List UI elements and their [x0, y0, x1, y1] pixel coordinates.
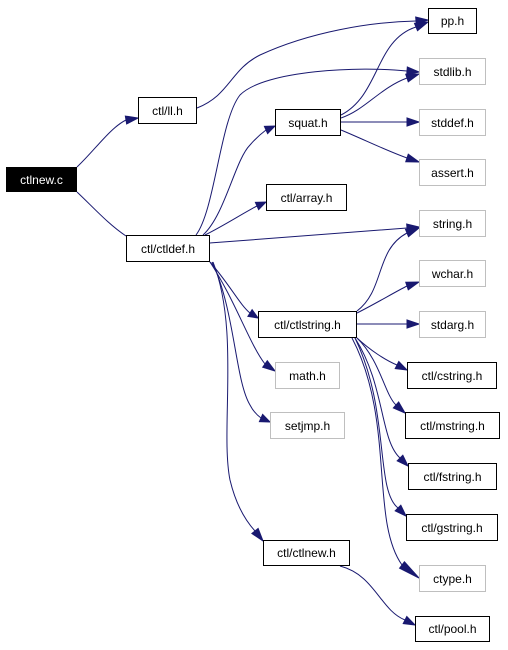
edge-ctl-ctlstring-h-to-ctl-cstring-h [356, 337, 409, 371]
edge-ctl-ctlstring-h-to-ctl-fstring-h [354, 337, 410, 468]
arrowhead-icon [124, 115, 140, 125]
edge-line [212, 261, 256, 532]
edge-line [351, 337, 403, 566]
arrowhead-icon [406, 66, 421, 76]
edge-line [356, 232, 408, 312]
edge-line [354, 337, 399, 509]
arrowhead-icon [258, 413, 272, 423]
arrowhead-icon [402, 615, 417, 626]
edge-line [211, 261, 262, 419]
edge-line [356, 285, 408, 314]
node-ctl-pool-h[interactable]: ctl/pool.h [415, 616, 490, 642]
edge-ctl-ctldef-h-to-squat-h [202, 125, 277, 236]
edge-line [76, 119, 127, 168]
arrowhead-icon [396, 454, 410, 468]
arrowhead-icon [254, 201, 268, 211]
edge-ctl-ctldef-h-to-string-h [209, 223, 421, 244]
edge-line [356, 337, 397, 406]
edge-line [340, 129, 408, 159]
node-ctl-ll-h[interactable]: ctl/ll.h [138, 97, 197, 124]
edge-ctl-ctlstring-h-to-ctl-mstring-h [356, 337, 407, 415]
node-stdlib-h[interactable]: stdlib.h [419, 58, 486, 85]
arrowhead-icon [247, 308, 260, 319]
arrowhead-icon [394, 504, 408, 518]
node-ctype-h[interactable]: ctype.h [419, 565, 486, 592]
edge-ctl-ctlstring-h-to-ctl-gstring-h [354, 337, 408, 518]
edge-ctlnew-c-to-ctl-ctldef-h [76, 191, 127, 237]
node-squat-h[interactable]: squat.h [275, 109, 341, 136]
arrowhead-icon [405, 73, 421, 83]
node-ctl-ctldef-h[interactable]: ctl/ctldef.h [126, 235, 210, 262]
node-stdarg-h[interactable]: stdarg.h [419, 311, 486, 338]
edge-ctl-ctlnew-h-to-ctl-pool-h [339, 565, 417, 626]
arrowhead-icon [398, 561, 420, 579]
node-math-h[interactable]: math.h [275, 362, 340, 389]
arrowhead-icon [261, 359, 277, 372]
edge-squat-h-to-stdlib-h [340, 73, 421, 119]
edge-ctl-ctlstring-h-to-wchar-h [356, 281, 421, 314]
arrowhead-icon [251, 527, 265, 543]
edge-line [196, 20, 417, 109]
node-assert-h[interactable]: assert.h [419, 159, 486, 186]
node-ctl-cstring-h[interactable]: ctl/cstring.h [407, 362, 497, 389]
edge-line [204, 205, 258, 236]
arrowhead-icon [406, 319, 421, 329]
arrowhead-icon [405, 153, 421, 163]
edge-line [339, 565, 406, 621]
edge-line [340, 77, 408, 119]
node-stddef-h[interactable]: stddef.h [419, 109, 486, 136]
arrowhead-icon [406, 117, 421, 127]
edge-squat-h-to-assert-h [340, 129, 421, 163]
node-ctl-ctlnew-h[interactable]: ctl/ctlnew.h [263, 540, 350, 566]
edge-line [76, 191, 127, 237]
edge-ctl-ctldef-h-to-setjmp-h [211, 261, 272, 423]
edge-line [340, 26, 417, 116]
node-wchar-h[interactable]: wchar.h [419, 260, 486, 287]
edge-ctl-ctldef-h-to-ctl-array-h [204, 201, 268, 236]
edge-ctl-ctlstring-h-to-stdarg-h [357, 319, 421, 329]
node-ctl-fstring-h[interactable]: ctl/fstring.h [408, 463, 497, 490]
arrowhead-icon [413, 21, 430, 32]
arrowhead-icon [263, 125, 277, 135]
edge-line [195, 68, 408, 236]
arrowhead-icon [392, 401, 407, 415]
edge-ctl-ctldef-h-to-ctl-ctlstring-h [209, 261, 260, 319]
node-string-h[interactable]: string.h [419, 210, 486, 237]
edge-squat-h-to-stddef-h [341, 117, 421, 127]
arrowhead-icon [405, 281, 421, 291]
edge-line [209, 227, 408, 244]
arrowhead-icon [404, 227, 421, 238]
edge-ctl-ctlstring-h-to-string-h [356, 227, 421, 312]
edge-ctl-ctldef-h-to-ctl-ctlnew-h [212, 261, 265, 543]
edge-ctlnew-c-to-ctl-ll-h [76, 115, 140, 168]
node-ctl-mstring-h[interactable]: ctl/mstring.h [405, 412, 500, 439]
edge-line [354, 337, 401, 459]
edge-line [202, 129, 267, 236]
node-setjmp-h[interactable]: setjmp.h [270, 412, 345, 439]
edge-ctl-ctlstring-h-to-ctype-h [351, 337, 420, 579]
node-ctl-gstring-h[interactable]: ctl/gstring.h [406, 514, 498, 541]
edge-ctl-ctldef-h-to-stdlib-h [195, 66, 421, 236]
node-ctl-array-h[interactable]: ctl/array.h [266, 184, 347, 211]
edge-ctl-ll-h-to-pp-h [196, 16, 430, 109]
edge-squat-h-to-pp-h [340, 21, 430, 116]
node-ctl-ctlstring-h[interactable]: ctl/ctlstring.h [258, 311, 357, 338]
node-pp-h[interactable]: pp.h [428, 8, 477, 34]
node-ctlnew-c[interactable]: ctlnew.c [6, 167, 77, 192]
arrowhead-icon [394, 360, 409, 371]
